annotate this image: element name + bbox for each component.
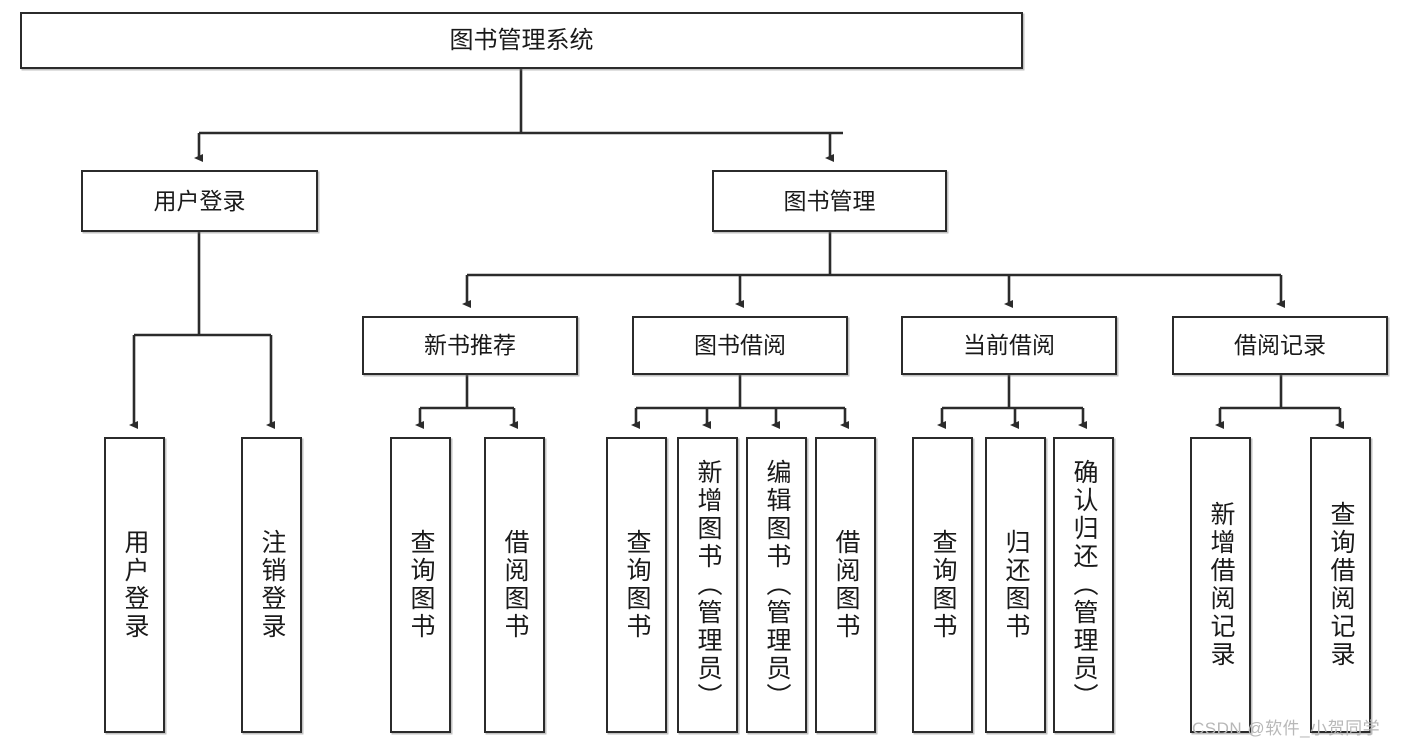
- node-leaf-query-book-3-label: 查询图书: [929, 529, 957, 641]
- node-leaf-logout[interactable]: 注销登录: [241, 437, 302, 733]
- node-new-book-rec[interactable]: 新书推荐: [362, 316, 578, 375]
- node-book-manage[interactable]: 图书管理: [712, 170, 947, 232]
- node-leaf-confirm-return-label: 确认归还（管理员）: [1070, 459, 1098, 711]
- node-leaf-query-book-2[interactable]: 查询图书: [606, 437, 667, 733]
- node-leaf-user-login[interactable]: 用户登录: [104, 437, 165, 733]
- node-book-borrow-label: 图书借阅: [694, 332, 786, 359]
- node-leaf-return-book-label: 归还图书: [1002, 529, 1030, 641]
- node-leaf-add-record[interactable]: 新增借阅记录: [1190, 437, 1251, 733]
- node-leaf-edit-book[interactable]: 编辑图书（管理员）: [746, 437, 807, 733]
- node-leaf-logout-label: 注销登录: [258, 529, 286, 641]
- node-leaf-add-book-label: 新增图书（管理员）: [694, 459, 722, 711]
- node-user-login-label: 用户登录: [153, 187, 246, 214]
- node-leaf-borrow-book-1-label: 借阅图书: [501, 529, 529, 641]
- node-leaf-add-record-label: 新增借阅记录: [1207, 501, 1235, 669]
- node-leaf-borrow-book-1[interactable]: 借阅图书: [484, 437, 545, 733]
- node-borrow-record-label: 借阅记录: [1234, 332, 1326, 359]
- node-leaf-confirm-return[interactable]: 确认归还（管理员）: [1053, 437, 1114, 733]
- node-root[interactable]: 图书管理系统: [20, 12, 1023, 69]
- node-leaf-user-login-label: 用户登录: [121, 529, 149, 641]
- node-leaf-query-record[interactable]: 查询借阅记录: [1310, 437, 1371, 733]
- node-current-borrow-label: 当前借阅: [963, 332, 1055, 359]
- node-borrow-record[interactable]: 借阅记录: [1172, 316, 1388, 375]
- node-user-login[interactable]: 用户登录: [81, 170, 318, 232]
- node-leaf-edit-book-label: 编辑图书（管理员）: [763, 459, 791, 711]
- node-leaf-query-book-3[interactable]: 查询图书: [912, 437, 973, 733]
- node-book-manage-label: 图书管理: [783, 187, 876, 214]
- node-leaf-query-record-label: 查询借阅记录: [1327, 501, 1355, 669]
- node-leaf-borrow-book-2[interactable]: 借阅图书: [815, 437, 876, 733]
- node-leaf-borrow-book-2-label: 借阅图书: [832, 529, 860, 641]
- node-new-book-rec-label: 新书推荐: [424, 332, 516, 359]
- node-book-borrow[interactable]: 图书借阅: [632, 316, 848, 375]
- node-leaf-return-book[interactable]: 归还图书: [985, 437, 1046, 733]
- node-root-label: 图书管理系统: [449, 26, 594, 54]
- node-leaf-add-book[interactable]: 新增图书（管理员）: [677, 437, 738, 733]
- node-leaf-query-book-1[interactable]: 查询图书: [390, 437, 451, 733]
- node-leaf-query-book-1-label: 查询图书: [407, 529, 435, 641]
- node-leaf-query-book-2-label: 查询图书: [623, 529, 651, 641]
- node-current-borrow[interactable]: 当前借阅: [901, 316, 1117, 375]
